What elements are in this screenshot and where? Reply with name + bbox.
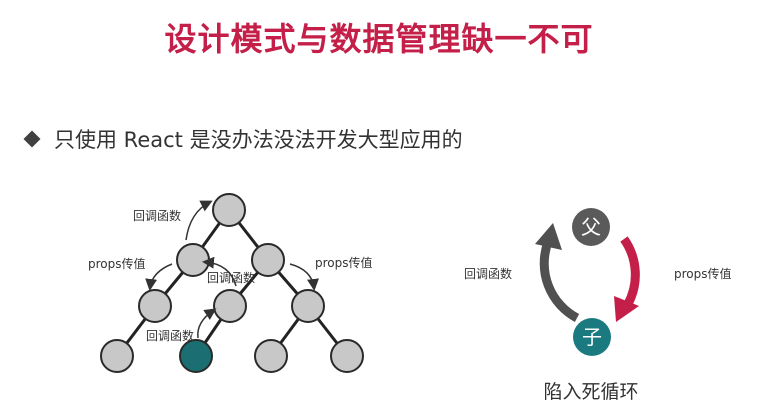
slide-title: 设计模式与数据管理缺一不可	[164, 20, 594, 58]
child-node	[573, 318, 611, 356]
callback-cycle-arrow	[539, 240, 580, 322]
callback-cycle-arrowhead	[535, 223, 562, 250]
cycle-callback-label: 回调函数	[464, 266, 512, 281]
tree-callback-label-top: 回调函数	[133, 208, 181, 223]
props-arrow-right	[289, 263, 319, 291]
tree-node	[176, 243, 210, 277]
child-node-label: 子	[582, 325, 602, 349]
tree-node-leaf	[254, 339, 288, 373]
callback-arrow-top	[185, 200, 213, 241]
cycle-props-label: props传值	[674, 266, 732, 281]
parent-node	[572, 208, 610, 246]
tree-props-label-left: props传值	[88, 256, 146, 271]
tree-node	[291, 289, 325, 323]
callback-arrow-bottom	[197, 308, 217, 339]
tree-node	[213, 289, 247, 323]
props-arrow-left	[145, 263, 173, 291]
props-cycle-arrowhead	[614, 296, 639, 322]
bullet-text: 只使用 React 是没办法没法开发大型应用的	[54, 128, 463, 152]
callback-arrow-mid	[202, 256, 237, 287]
cycle-diagram: 父 子 回调函数 props传值 陷入死循环	[464, 208, 732, 403]
bullet-line: 只使用 React 是没办法没法开发大型应用的	[22, 124, 463, 154]
tree-node	[138, 289, 172, 323]
tree-props-label-right: props传值	[315, 255, 373, 270]
tree-node-root	[212, 193, 246, 227]
tree-node-leaf-highlighted	[179, 339, 213, 373]
tree-node-leaf	[330, 339, 364, 373]
tree-node	[251, 243, 285, 277]
tree-callback-label-mid: 回调函数	[207, 270, 255, 285]
parent-node-label: 父	[581, 215, 601, 239]
cycle-caption: 陷入死循环	[543, 381, 638, 403]
tree-callback-label-bottom: 回调函数	[146, 328, 194, 343]
props-cycle-arrow	[620, 236, 640, 307]
tree-node-leaf	[100, 339, 134, 373]
